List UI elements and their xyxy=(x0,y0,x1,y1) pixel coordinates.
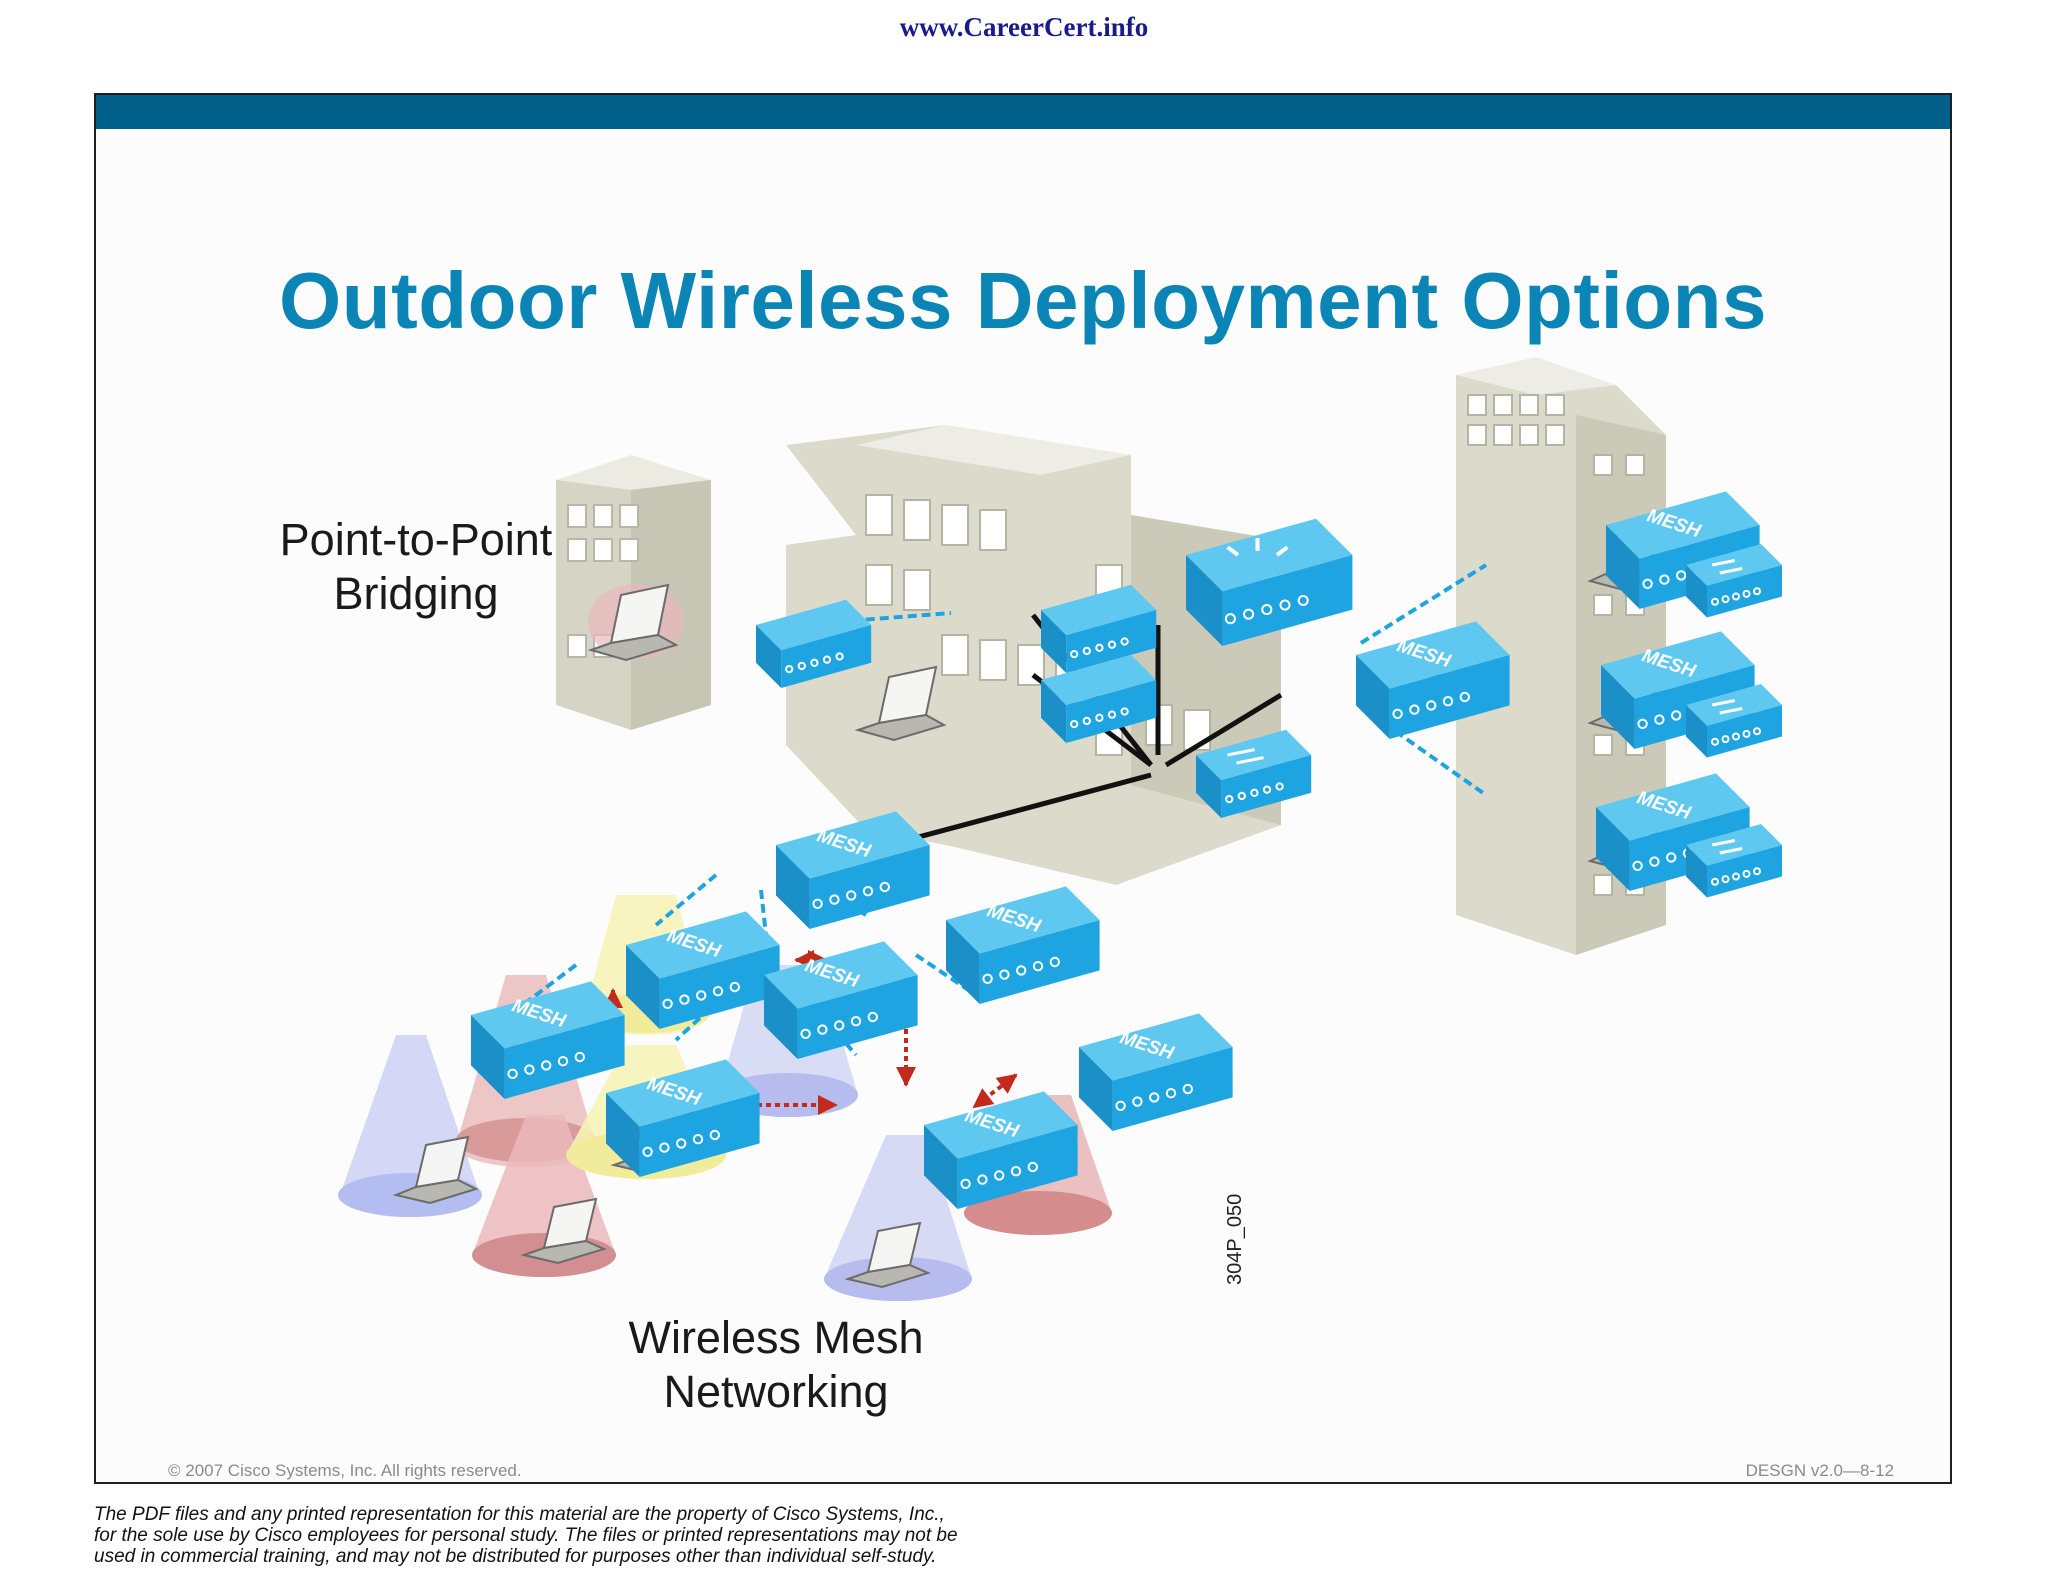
switch-icon xyxy=(1686,824,1782,898)
copyright-notice: © 2007 Cisco Systems, Inc. All rights re… xyxy=(168,1461,522,1480)
access-point-icon xyxy=(1041,654,1157,743)
mesh-access-point-icon: MESH xyxy=(1079,1013,1233,1131)
mesh-access-point-icon: MESH xyxy=(924,1091,1078,1209)
wireless-link-icon xyxy=(795,611,952,627)
wireless-mesh-networking-label: Wireless Mesh Networking xyxy=(628,1312,924,1417)
mesh-access-point-icon: MESH xyxy=(1356,621,1510,739)
slide: Outdoor Wireless Deployment Options xyxy=(94,93,1952,1484)
wireless-link-icon xyxy=(1359,563,1488,645)
switch-arrows xyxy=(1711,559,1743,575)
point-to-point-bridging-label: Point-to-Point Bridging xyxy=(279,514,553,619)
disclaimer: The PDF files and any printed representa… xyxy=(94,1504,958,1567)
slide-header-bar xyxy=(96,95,1950,129)
figure-id: 304P_050 xyxy=(1224,1193,1246,1285)
switch-icon xyxy=(1686,544,1782,618)
laptop-icon xyxy=(844,1221,931,1289)
switch-arrows xyxy=(1711,699,1743,715)
course-id: DESGN v2.0—8-12 xyxy=(1745,1461,1894,1480)
switch-icon xyxy=(1686,684,1782,758)
mesh-access-point-icon: MESH xyxy=(606,1059,760,1177)
network-devices: MESHMESHMESHMESHMESHMESHMESHMESHMESHMESH… xyxy=(471,491,1782,1209)
switch-arrows xyxy=(1227,748,1264,765)
laptop-icon xyxy=(392,1135,479,1205)
laptop-icon xyxy=(587,583,684,662)
access-point-icon xyxy=(756,599,872,688)
switch-arrows xyxy=(1711,839,1743,855)
access-point-icon xyxy=(1041,584,1157,673)
mesh-access-point-icon: MESH xyxy=(764,941,918,1059)
laptop-icon xyxy=(520,1197,607,1265)
router-icon xyxy=(1186,518,1353,646)
mesh-access-point-icon: MESH xyxy=(626,911,780,1029)
mesh-access-point-icon: MESH xyxy=(471,981,625,1099)
switch-icon xyxy=(1196,729,1312,818)
site-url[interactable]: www.CareerCert.info xyxy=(899,12,1149,42)
wireless-link-icon xyxy=(1359,705,1488,797)
mesh-access-point-icon: MESH xyxy=(946,886,1100,1004)
wireless-link-icon xyxy=(759,889,768,936)
mesh-access-point-icon: MESH xyxy=(776,811,930,929)
slide-title: Outdoor Wireless Deployment Options xyxy=(278,256,1768,345)
network-diagram: MESHMESHMESHMESHMESHMESHMESHMESHMESHMESH… xyxy=(338,357,1782,1301)
router-arrows xyxy=(1226,538,1289,557)
mesh-access-point-icon: MESH xyxy=(1596,773,1750,891)
laptop-icon xyxy=(854,665,947,742)
